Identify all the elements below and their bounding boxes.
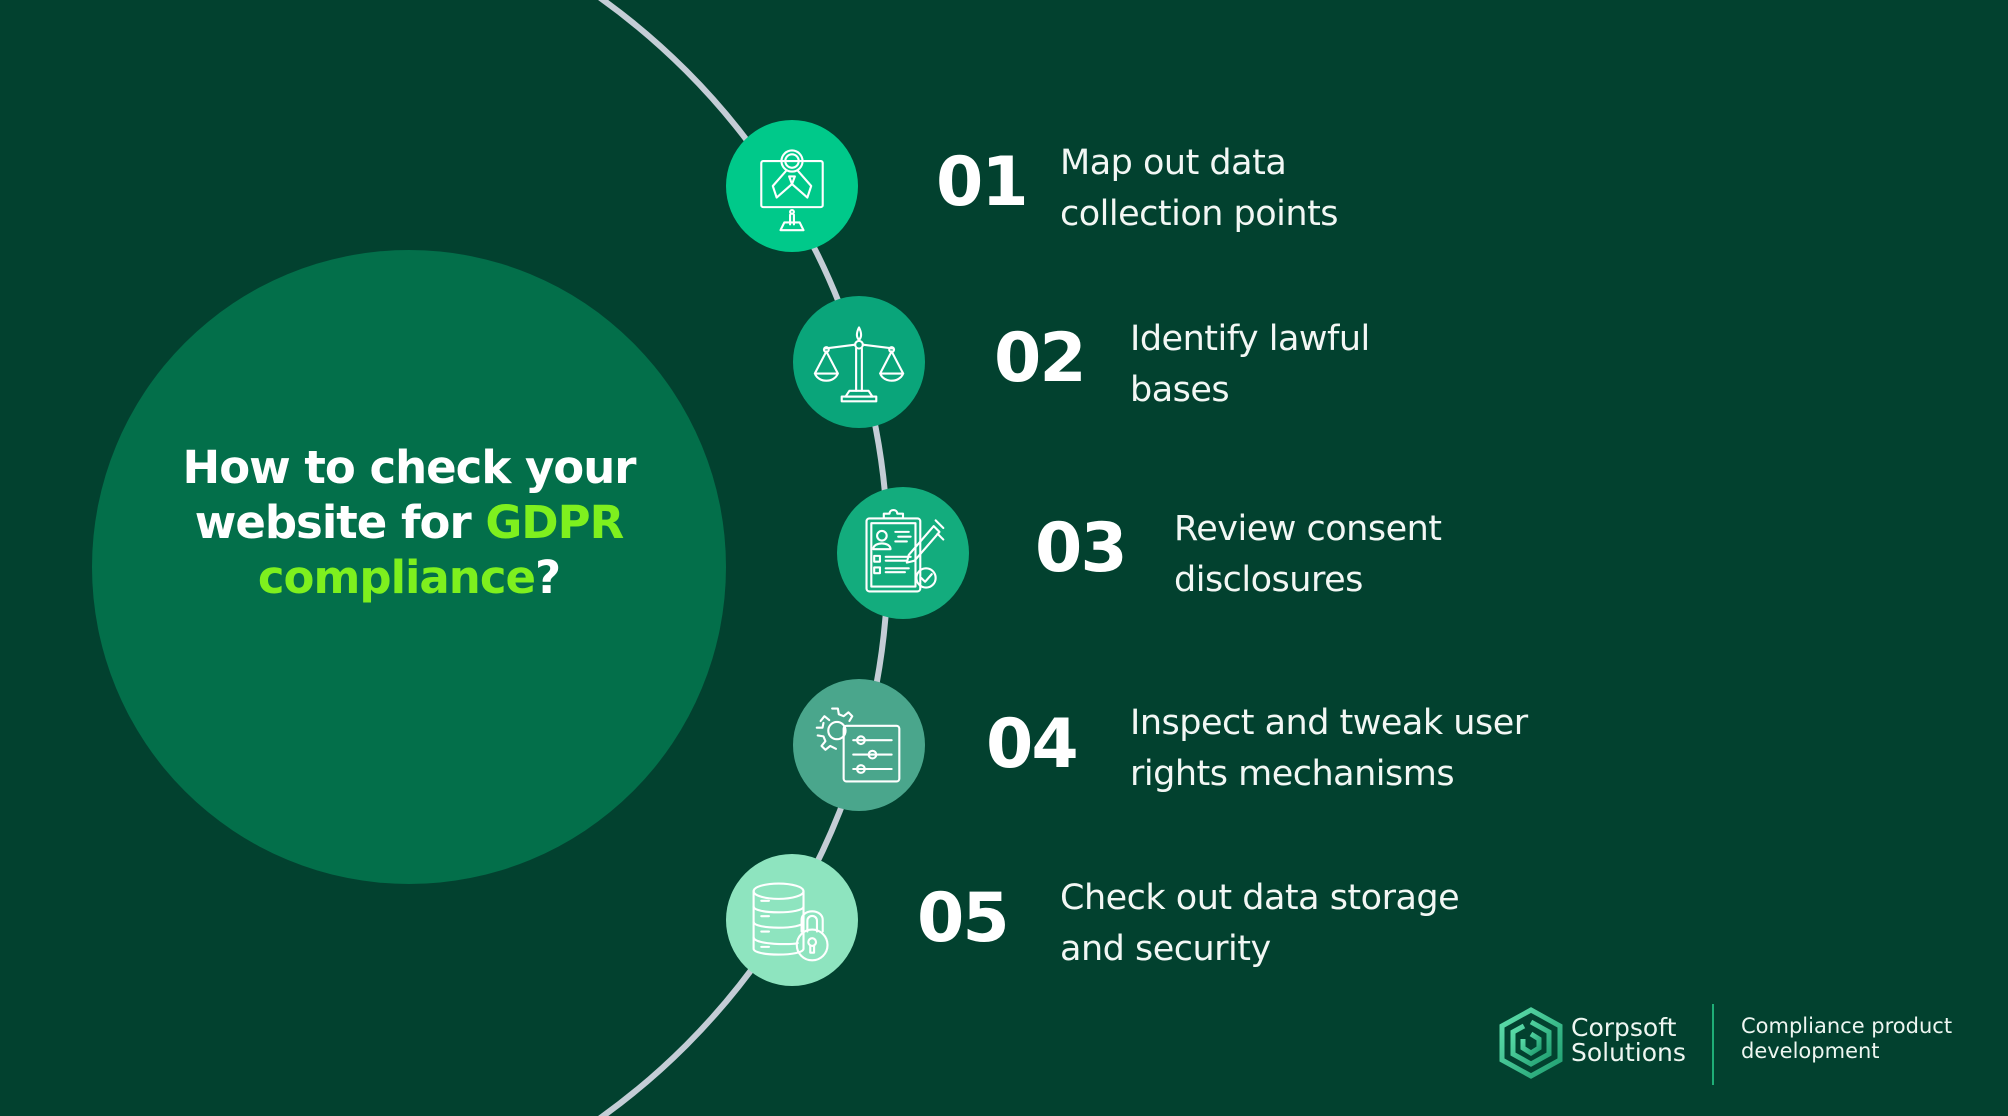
tagline-line-2: development: [1741, 1039, 1880, 1063]
clipboard-checklist-icon: [865, 508, 945, 593]
hexagon-logo-icon: [1499, 1007, 1563, 1079]
company-name: Corpsoft Solutions: [1571, 1015, 1686, 1065]
title-line-2: website for: [194, 495, 486, 549]
hub-circle: How to check your website for GDPR compl…: [92, 250, 726, 884]
brand-divider: [1712, 1004, 1714, 1085]
step-3-number: 03: [1035, 509, 1128, 588]
step-2-line-2: bases: [1130, 370, 1230, 410]
step-1-text: Map out data collection points: [1060, 138, 1339, 240]
hub-title: How to check your website for GDPR compl…: [149, 440, 669, 605]
step-4-line-2: rights mechanisms: [1130, 754, 1455, 794]
step-1-icon-circle: [726, 120, 858, 252]
step-1-line-2: collection points: [1060, 194, 1339, 234]
step-5-line-1: Check out data storage: [1060, 878, 1460, 918]
step-4-number: 04: [986, 705, 1079, 784]
step-5-number: 05: [917, 879, 1010, 958]
tagline-line-1: Compliance product: [1741, 1014, 1953, 1038]
scales-of-justice-icon: [813, 326, 905, 403]
step-2-line-1: Identify lawful: [1130, 319, 1370, 359]
step-2-text: Identify lawful bases: [1130, 314, 1370, 416]
settings-sliders-icon: [815, 707, 901, 783]
title-line-1: How to check your: [182, 440, 637, 494]
step-2-number: 02: [994, 319, 1087, 398]
step-4-icon-circle: [793, 679, 925, 811]
step-5-icon-circle: [726, 854, 858, 986]
company-name-line-1: Corpsoft: [1571, 1013, 1677, 1042]
step-3-icon-circle: [837, 487, 969, 619]
database-lock-icon: [752, 882, 829, 962]
step-3-line-2: disclosures: [1174, 560, 1363, 600]
company-name-line-2: Solutions: [1571, 1038, 1686, 1067]
company-tagline: Compliance product development: [1741, 1014, 1952, 1064]
step-4-line-1: Inspect and tweak user: [1130, 703, 1528, 743]
title-highlight-gdpr: GDPR: [485, 495, 624, 549]
title-suffix: ?: [535, 550, 561, 604]
step-3-text: Review consent disclosures: [1174, 504, 1442, 606]
step-1-line-1: Map out data: [1060, 143, 1287, 183]
step-5-line-2: and security: [1060, 929, 1271, 969]
step-4-text: Inspect and tweak user rights mechanisms: [1130, 698, 1528, 800]
step-2-icon-circle: [793, 296, 925, 428]
monitor-user-icon: [760, 149, 824, 232]
step-3-line-1: Review consent: [1174, 509, 1442, 549]
step-1-number: 01: [936, 143, 1029, 222]
title-highlight-compliance: compliance: [257, 550, 536, 604]
step-5-text: Check out data storage and security: [1060, 873, 1460, 975]
